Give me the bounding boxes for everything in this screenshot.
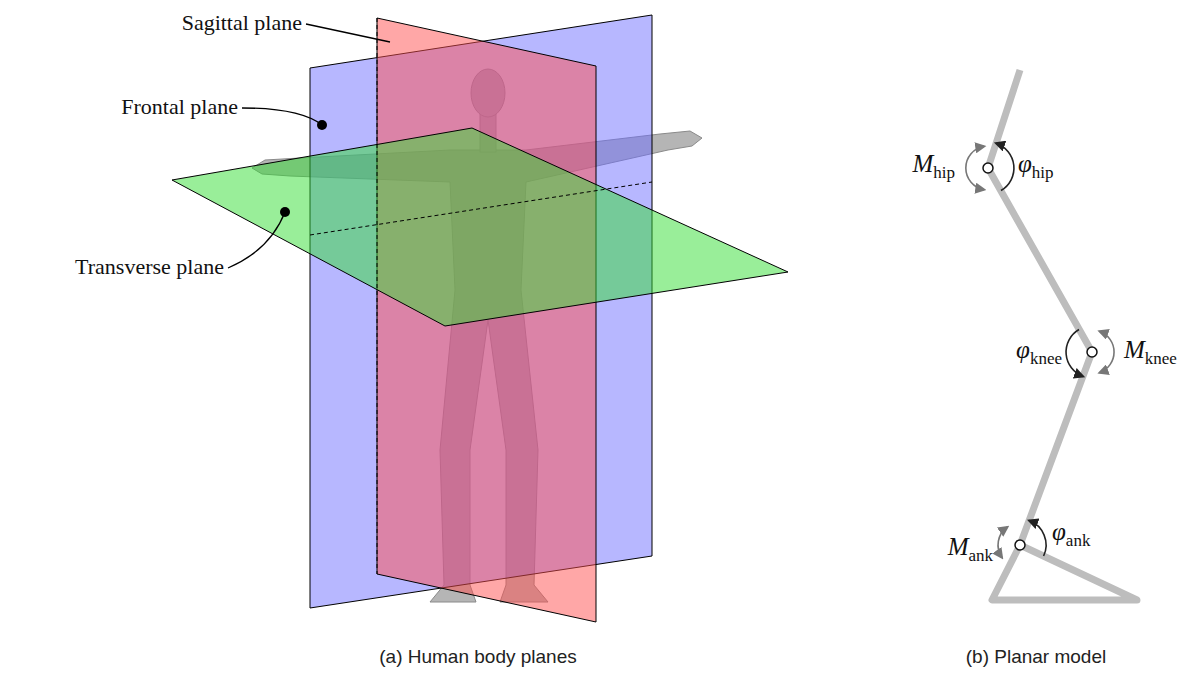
- angle-label: φank: [1052, 518, 1090, 550]
- plane-intersection: [377, 18, 378, 574]
- moment-arrows: [966, 146, 1114, 557]
- plane-intersection: [310, 182, 652, 235]
- subfigure-caption: (b) Planar model: [966, 646, 1106, 668]
- plane-label: Transverse plane: [75, 254, 224, 279]
- moment-label: Mhip: [912, 150, 955, 182]
- moment-label: Mank: [948, 533, 993, 565]
- transverse-plane: [172, 128, 788, 326]
- subfigure-caption: (a) Human body planes: [379, 646, 577, 668]
- body-planes: [172, 15, 788, 622]
- leg-links: [988, 70, 1137, 600]
- leader-dots: [280, 120, 327, 217]
- moment-label: Mknee: [1124, 336, 1177, 368]
- leader-lines: [228, 24, 390, 268]
- plane-label: Frontal plane: [121, 94, 238, 119]
- plane-label: Sagittal plane: [182, 10, 302, 35]
- angle-label: φknee: [1016, 336, 1062, 368]
- sagittal-plane: [377, 18, 596, 622]
- joint-circles: [983, 163, 1097, 550]
- angle-label: φhip: [1018, 150, 1054, 182]
- angle-arrows: [996, 143, 1083, 556]
